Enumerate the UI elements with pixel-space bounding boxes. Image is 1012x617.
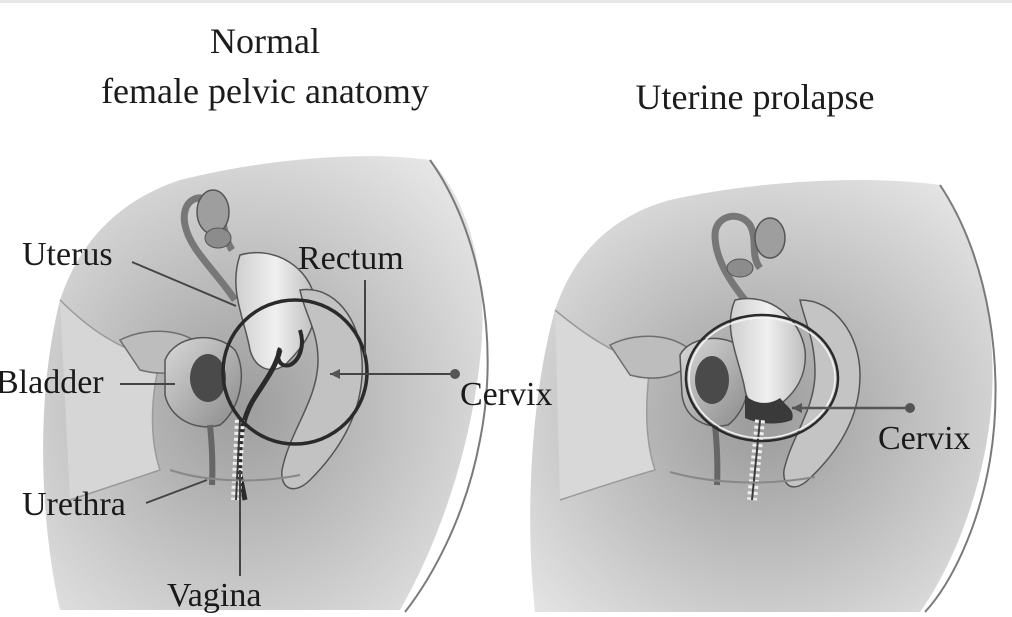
left-panel-title-line1: Normal <box>60 18 470 64</box>
left-pelvis-drawing <box>43 156 488 612</box>
label-cervix-right: Cervix <box>878 420 971 458</box>
leader-cervix-left-dot <box>450 369 460 379</box>
right-pelvis-drawing <box>530 180 995 612</box>
label-bladder: Bladder <box>0 364 104 402</box>
left-panel-title-line2: female pelvic anatomy <box>55 68 475 114</box>
label-vagina: Vagina <box>167 577 261 615</box>
label-cervix-left: Cervix <box>460 376 553 414</box>
label-uterus: Uterus <box>22 236 113 274</box>
left-urethra-organ <box>210 425 212 485</box>
label-urethra: Urethra <box>22 486 126 524</box>
leader-cervix-right-dot <box>905 403 915 413</box>
right-urethra-organ <box>715 425 717 485</box>
label-rectum: Rectum <box>298 240 404 278</box>
right-panel-title: Uterine prolapse <box>590 74 920 120</box>
